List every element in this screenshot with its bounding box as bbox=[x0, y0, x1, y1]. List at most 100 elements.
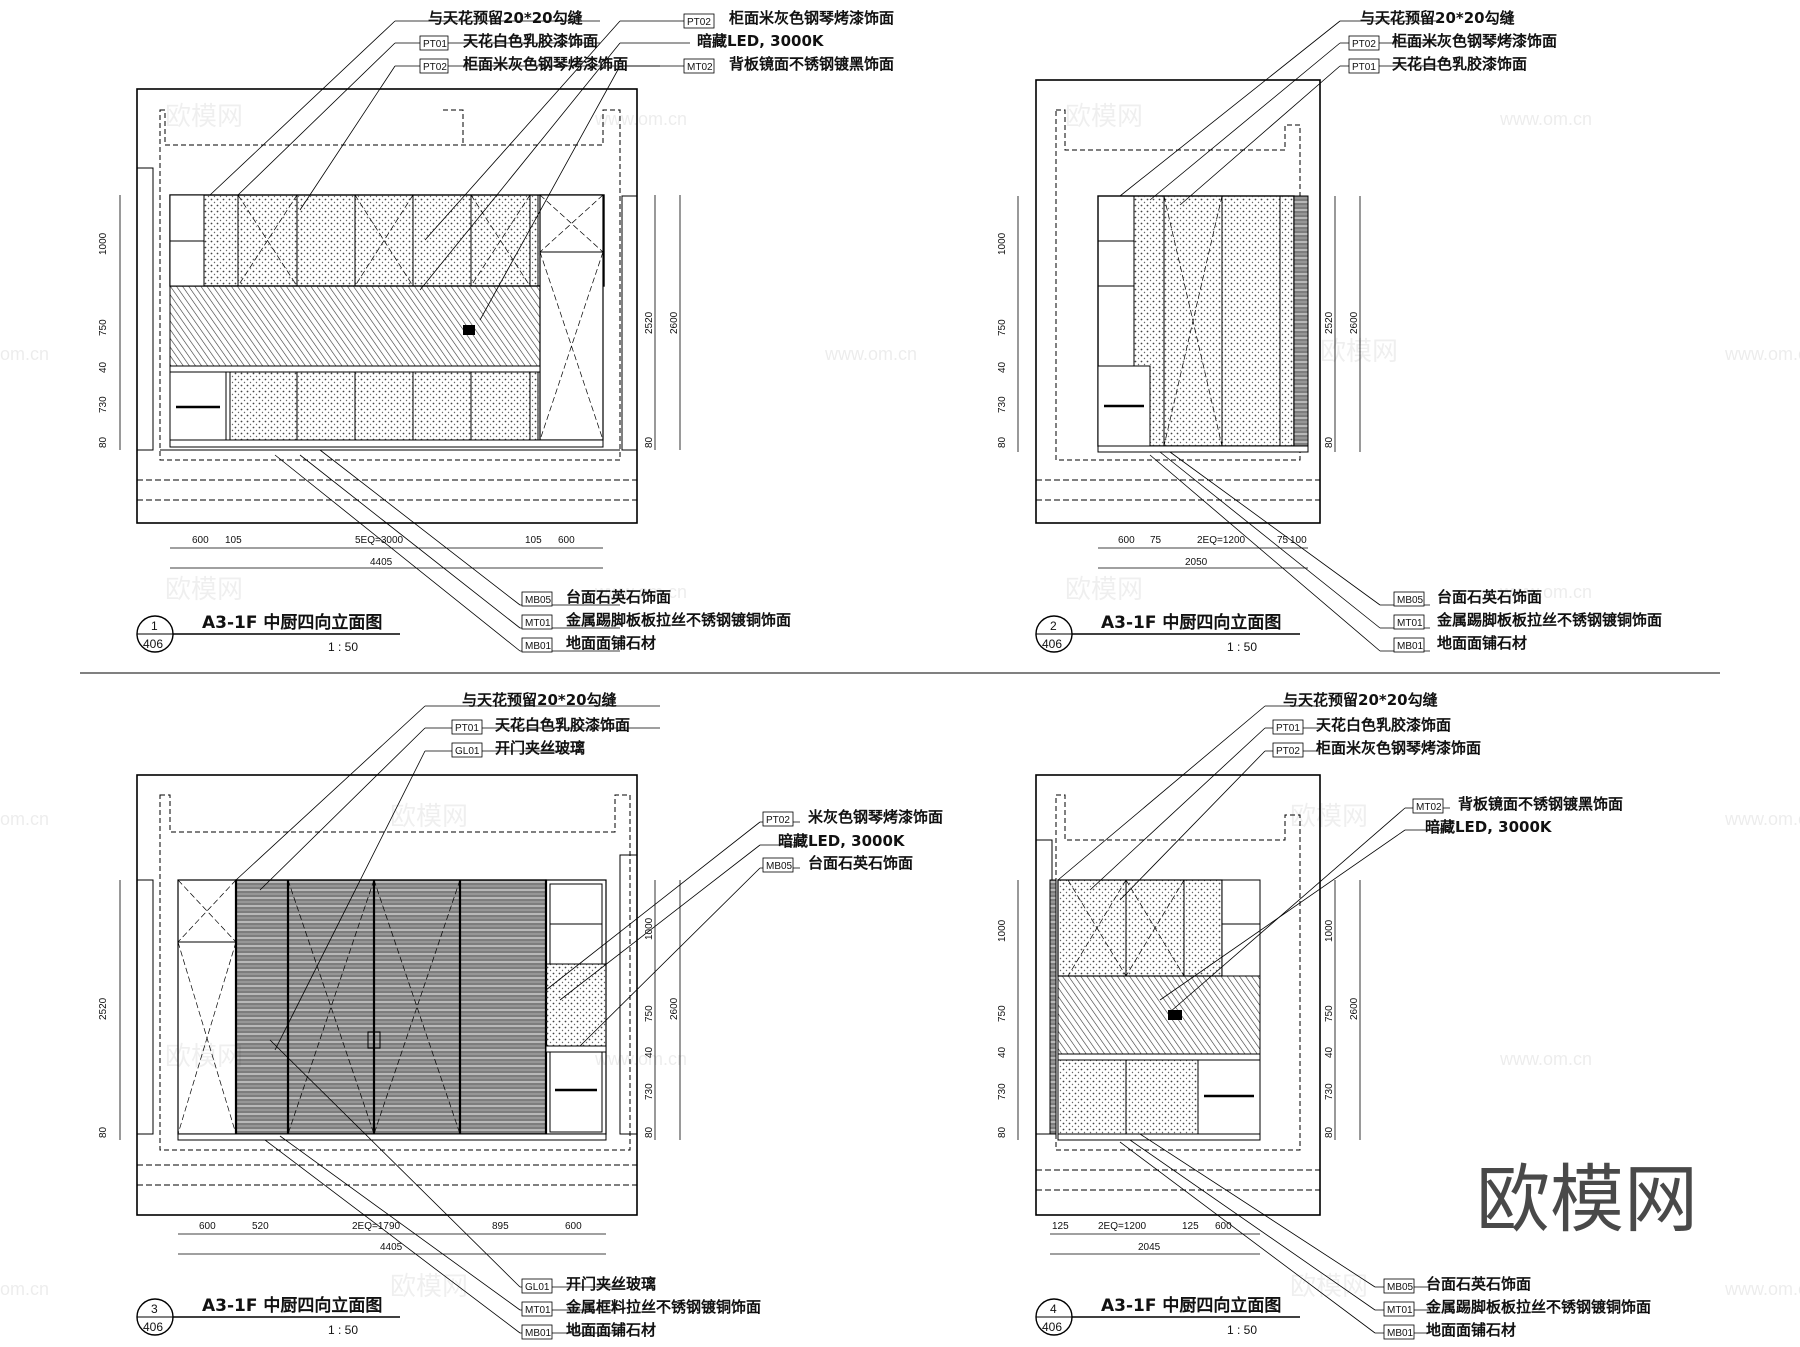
dim-e2-b1: 75 bbox=[1150, 535, 1162, 546]
elevation-4 bbox=[1035, 774, 1321, 1216]
tag-mb01-2: MB01 bbox=[1397, 641, 1424, 652]
watermark-text: 欧模网 bbox=[1290, 1272, 1368, 1302]
dim-e3-r2: 40 bbox=[644, 1046, 655, 1058]
label-pt02-4: 柜面米灰色钢琴烤漆饰面 bbox=[1315, 739, 1481, 757]
elevation-number-2: 2 bbox=[1050, 619, 1057, 633]
dim-e2-r1: 2600 bbox=[1349, 311, 1360, 334]
dim-e2-total: 2050 bbox=[1185, 557, 1208, 568]
watermark-text: 欧模网 bbox=[165, 1042, 243, 1072]
dim-e4-l3: 730 bbox=[997, 1083, 1008, 1100]
label-pt01-2: 天花白色乳胶漆饰面 bbox=[1392, 55, 1527, 73]
tag-mb05-3: MB05 bbox=[766, 861, 793, 872]
tag-pt02-1: PT02 bbox=[423, 62, 447, 73]
dim-e4-l1: 750 bbox=[997, 1005, 1008, 1022]
label-pt01-3: 天花白色乳胶漆饰面 bbox=[495, 716, 630, 734]
watermark-text: 欧模网 bbox=[390, 1272, 468, 1302]
brand-logo-text: 欧模网 bbox=[1476, 1157, 1698, 1243]
dim-e4-l2: 40 bbox=[997, 1046, 1008, 1058]
watermark-url: om.cn bbox=[0, 1279, 49, 1299]
tag-mt01-3: MT01 bbox=[525, 1305, 551, 1316]
label-mb05-3: 台面石英石饰面 bbox=[808, 854, 913, 872]
watermark-url: www.om.cn bbox=[594, 109, 687, 129]
watermark-text: 欧模网 bbox=[1065, 102, 1143, 132]
elevation-title-3: A3-1F 中厨四向立面图 bbox=[202, 1295, 382, 1316]
label-pt01-1: 天花白色乳胶漆饰面 bbox=[463, 32, 598, 50]
tag-gl01-3: GL01 bbox=[455, 746, 480, 757]
watermark-url: om.cn bbox=[0, 809, 49, 829]
dim-e4-b3: 600 bbox=[1215, 1221, 1232, 1232]
dim-e4-b1: 2EQ=1200 bbox=[1098, 1221, 1147, 1232]
dim-e4-r1: 750 bbox=[1324, 1005, 1335, 1022]
dim-e3-l1: 80 bbox=[98, 1126, 109, 1138]
elevation-scale-2: 1 : 50 bbox=[1227, 640, 1257, 654]
title-block-4: 4 406 A3-1F 中厨四向立面图 1 : 50 bbox=[1035, 1295, 1300, 1337]
dim-e3-b4: 600 bbox=[565, 1221, 582, 1232]
dim-e4-b2: 125 bbox=[1182, 1221, 1199, 1232]
dim-e3-l0: 2520 bbox=[98, 997, 109, 1020]
dim-e1-l2: 40 bbox=[98, 361, 109, 373]
dim-e4-l0: 1000 bbox=[997, 919, 1008, 942]
label-ceiling-gap-4: 与天花预留20*20勾缝 bbox=[1283, 691, 1438, 709]
dim-e2-b4: 100 bbox=[1290, 535, 1307, 546]
tag-pt01-1: PT01 bbox=[423, 39, 447, 50]
tag-pt02-3: PT02 bbox=[766, 815, 790, 826]
label-mt01-3: 金属框料拉丝不锈钢镀铜饰面 bbox=[565, 1298, 761, 1316]
label-mb01-1: 地面面铺石材 bbox=[566, 634, 656, 652]
label-led-4: 暗藏LED, 3000K bbox=[1425, 818, 1553, 836]
dim-e4-l4: 80 bbox=[997, 1126, 1008, 1138]
watermark-url: www.om.cn bbox=[594, 582, 687, 602]
dim-e4-b0: 125 bbox=[1052, 1221, 1069, 1232]
watermark-text: 欧模网 bbox=[165, 102, 243, 132]
watermark-text: 欧模网 bbox=[1065, 575, 1143, 605]
watermark-text: 欧模网 bbox=[1290, 802, 1368, 832]
label-mt01-2: 金属踢脚板板拉丝不锈钢镀铜饰面 bbox=[1436, 611, 1662, 629]
watermark-text: 欧模网 bbox=[165, 575, 243, 605]
tag-mt02-4: MT02 bbox=[1416, 802, 1442, 813]
dim-e1-b3: 105 bbox=[525, 535, 542, 546]
tag-pt02-1b: PT02 bbox=[687, 17, 711, 28]
elevation-title-2: A3-1F 中厨四向立面图 bbox=[1101, 612, 1281, 633]
dim-e4-r5: 2600 bbox=[1349, 997, 1360, 1020]
watermark-url: www.om.cn bbox=[1499, 109, 1592, 129]
dim-e4-r0: 1000 bbox=[1324, 919, 1335, 942]
title-block-2: 2 406 A3-1F 中厨四向立面图 1 : 50 bbox=[1035, 612, 1300, 654]
dim-e4-r4: 80 bbox=[1324, 1126, 1335, 1138]
label-mb05-4: 台面石英石饰面 bbox=[1426, 1275, 1531, 1293]
dim-e2-l3: 730 bbox=[997, 396, 1008, 413]
dim-e2-b0: 600 bbox=[1118, 535, 1135, 546]
tag-mt02-1: MT02 bbox=[687, 62, 713, 73]
label-gl01-3b: 开门夹丝玻璃 bbox=[566, 1275, 656, 1293]
dim-e2-b3: 75 bbox=[1277, 535, 1289, 546]
dim-e3-total: 4405 bbox=[380, 1242, 403, 1253]
tag-mt01-2: MT01 bbox=[1397, 618, 1423, 629]
dim-e1-r2: 80 bbox=[644, 436, 655, 448]
watermark-url: www.om.cn bbox=[594, 1049, 687, 1069]
sheet-number-3: 406 bbox=[143, 1320, 163, 1334]
dim-e3-b0: 600 bbox=[199, 1221, 216, 1232]
label-mb01-3: 地面面铺石材 bbox=[566, 1321, 656, 1339]
watermark-url: www.om.cn bbox=[1724, 809, 1800, 829]
dim-e3-r1: 750 bbox=[644, 1005, 655, 1022]
label-ceiling-gap-1: 与天花预留20*20勾缝 bbox=[428, 9, 583, 27]
tag-pt01-2: PT01 bbox=[1352, 62, 1376, 73]
elevation-3 bbox=[136, 774, 638, 1216]
dim-e3-b3: 895 bbox=[492, 1221, 509, 1232]
label-ceiling-gap-3: 与天花预留20*20勾缝 bbox=[462, 691, 617, 709]
label-gl01-3: 开门夹丝玻璃 bbox=[495, 739, 585, 757]
label-ceiling-gap-2: 与天花预留20*20勾缝 bbox=[1360, 9, 1515, 27]
dim-e1-l1: 750 bbox=[98, 319, 109, 336]
sheet-number-2: 406 bbox=[1042, 637, 1062, 651]
dim-e2-l2: 40 bbox=[997, 361, 1008, 373]
watermark-text: 欧模网 bbox=[390, 802, 468, 832]
dim-e3-r3: 730 bbox=[644, 1083, 655, 1100]
dim-e2-r2: 80 bbox=[1324, 436, 1335, 448]
tag-mb05-2: MB05 bbox=[1397, 595, 1424, 606]
elevation-1 bbox=[136, 88, 638, 524]
label-led-1: 暗藏LED, 3000K bbox=[697, 32, 825, 50]
dim-e1-b2: 5EQ=3000 bbox=[355, 535, 404, 546]
tag-pt01-4: PT01 bbox=[1276, 723, 1300, 734]
tag-mb01-4: MB01 bbox=[1387, 1328, 1414, 1339]
elevation-number-4: 4 bbox=[1050, 1302, 1057, 1316]
dim-e1-b0: 600 bbox=[192, 535, 209, 546]
